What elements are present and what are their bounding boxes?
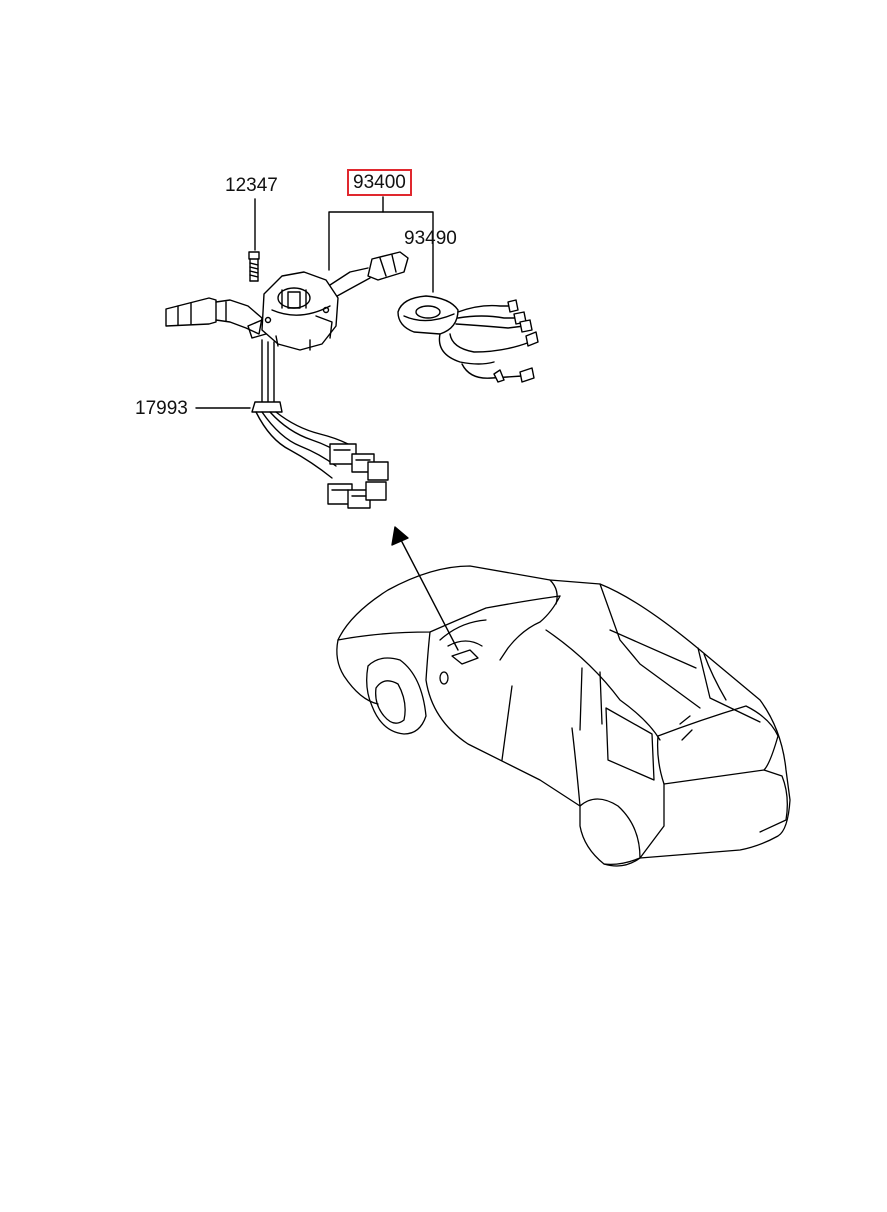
bolt-part[interactable] (248, 251, 260, 282)
callout-assembly-93400[interactable]: 93400 (347, 169, 412, 196)
callout-cable-17993: 17993 (135, 398, 188, 419)
clock-spring[interactable] (397, 295, 539, 383)
vehicle-outline (336, 565, 791, 867)
location-arrow (391, 526, 459, 651)
callout-clock-spring-93490: 93490 (404, 228, 457, 249)
multifunction-switch[interactable] (165, 251, 409, 509)
leader-lines (195, 196, 434, 409)
callout-bolt-12347: 12347 (225, 175, 278, 196)
